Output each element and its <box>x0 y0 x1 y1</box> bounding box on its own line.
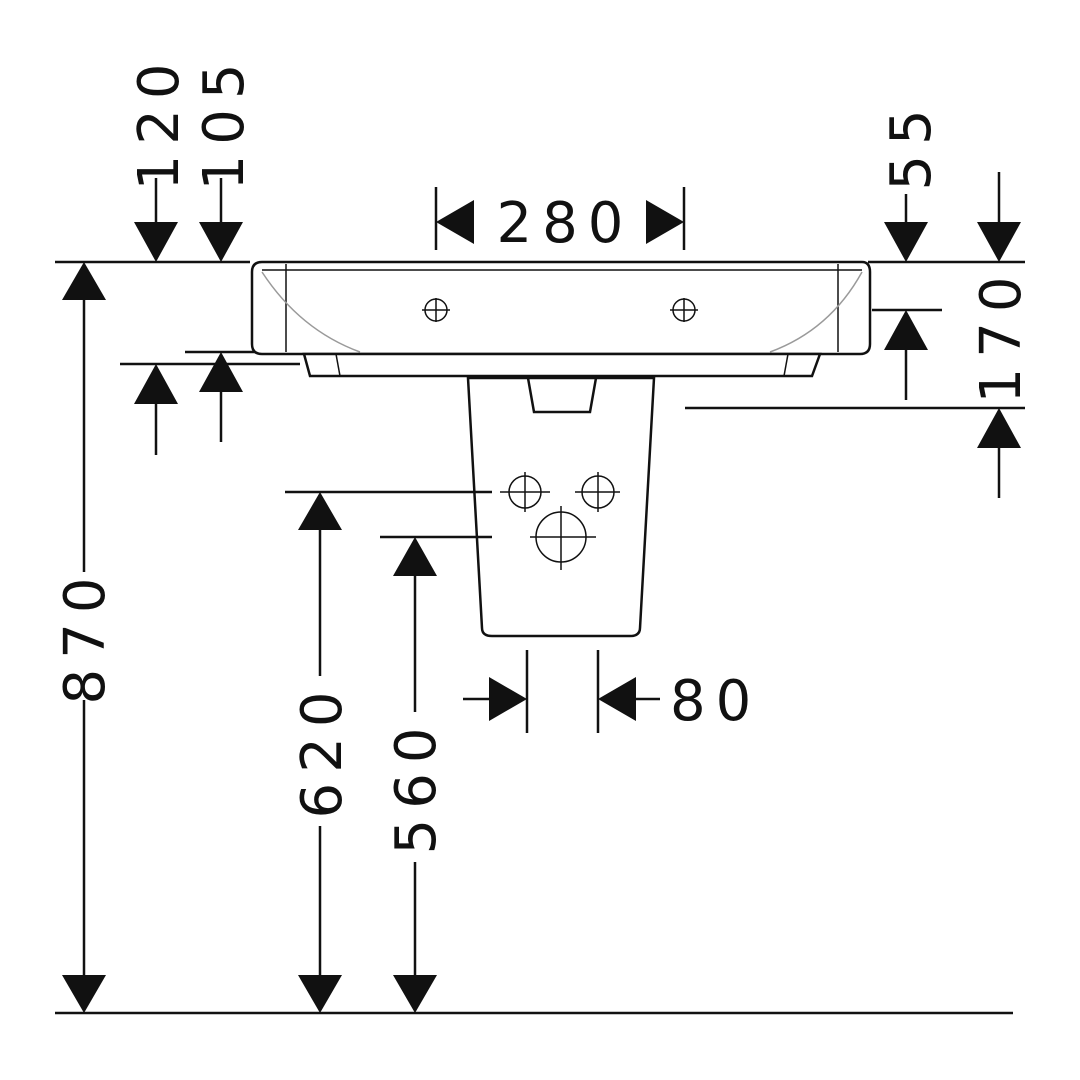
basin-outer <box>250 260 872 356</box>
waste-outlet-marker <box>530 506 596 570</box>
dimension-105: 105 <box>192 54 257 442</box>
tap-hole-right <box>670 298 698 322</box>
underside-foot-right <box>783 353 789 377</box>
supply-right-marker <box>575 472 620 512</box>
underside-foot-left <box>335 353 341 377</box>
dimension-170: 170 <box>884 267 1034 498</box>
dimension-620-label: 620 <box>290 682 355 819</box>
dimension-55-label: 55 <box>879 99 944 190</box>
dimension-55: 55 <box>879 99 1021 262</box>
dimension-105-label: 105 <box>192 54 257 191</box>
dimension-170-label: 170 <box>969 267 1034 404</box>
dimension-80-label: 80 <box>670 669 761 734</box>
bowl-curve-left <box>261 271 361 353</box>
dimension-120: 120 <box>127 54 192 455</box>
dimension-120-label: 120 <box>127 54 192 191</box>
basin-underside <box>302 352 822 378</box>
dimension-870-label: 870 <box>53 568 118 705</box>
dimension-560-label: 560 <box>384 718 449 855</box>
supply-left-marker <box>500 472 550 512</box>
dimension-620: 620 <box>290 492 355 1013</box>
dimension-870: 870 <box>53 262 118 1013</box>
dimension-560: 560 <box>384 537 449 1013</box>
basin <box>250 260 872 378</box>
tap-hole-left <box>422 298 450 322</box>
dimension-80: 80 <box>463 669 761 734</box>
dimension-280: 280 <box>436 191 684 256</box>
dimension-280-label: 280 <box>497 191 634 256</box>
bowl-curve-right <box>769 271 863 353</box>
